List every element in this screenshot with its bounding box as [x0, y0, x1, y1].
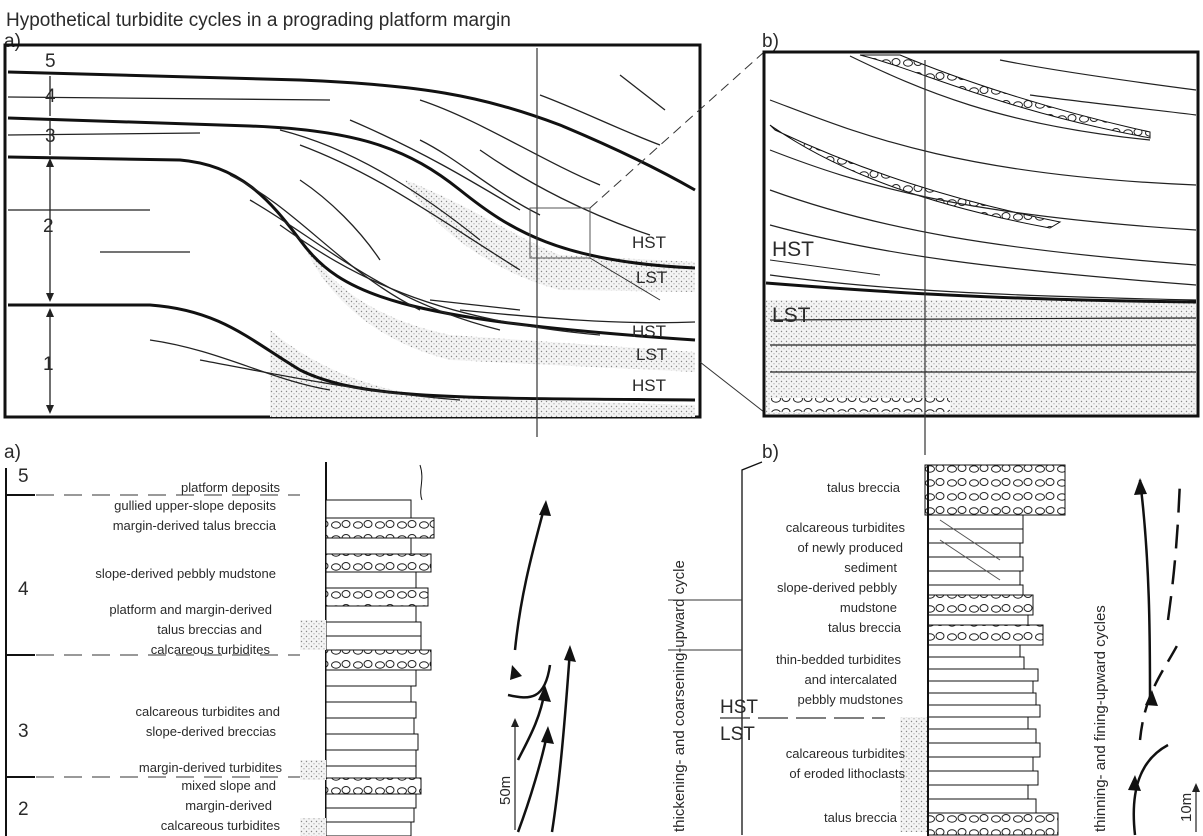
log-description: talus breccia	[824, 810, 898, 825]
log-description: platform and margin-derived	[109, 602, 272, 617]
log-description: talus breccia	[828, 620, 902, 635]
panel-label-bottom-b: b)	[762, 442, 779, 463]
log-description: of eroded lithoclasts	[789, 766, 905, 781]
log-description: mixed slope and	[181, 778, 276, 793]
arrow-heads-b	[1128, 478, 1158, 791]
systems-tract-label: HST	[632, 376, 666, 395]
stratigraphic-column-b	[900, 464, 1066, 836]
breccia-lens-mid	[769, 124, 1062, 229]
cycle-number-2: 2	[43, 216, 54, 237]
log-description: margin-derived turbidites	[139, 760, 283, 775]
scale-label-b: 10m	[1178, 793, 1195, 822]
lst-wedge-upper	[405, 180, 695, 292]
systems-tract-label: HST	[772, 238, 814, 261]
panel-label-top-a: a)	[4, 31, 21, 52]
cycle-number-5: 5	[45, 51, 56, 72]
cycle-number-2: 2	[18, 799, 29, 820]
cycle-number-3: 3	[45, 126, 56, 147]
upward-cycle-arrows-b	[1132, 479, 1182, 836]
cycle-number-3: 3	[18, 721, 29, 742]
inclined-bed-lines	[769, 55, 1197, 373]
cycle-number-4: 4	[18, 579, 29, 600]
log-description: pebbly mudstones	[797, 692, 903, 707]
breccia-lens-top	[859, 54, 1151, 139]
zoom-box	[529, 207, 591, 259]
figure-title: Hypothetical turbidite cycles in a progr…	[6, 10, 511, 31]
arrow-heads-a	[510, 500, 576, 744]
sequence-boundary-2	[8, 303, 696, 402]
log-description: calcareous turbidites	[786, 520, 906, 535]
log-description: calcareous turbidites	[161, 818, 281, 833]
stratigraphic-column-a	[300, 462, 435, 836]
breccia-bed-base	[770, 398, 950, 412]
log-description: slope-derived pebbly mudstone	[95, 566, 276, 581]
sequence-boundary-3	[7, 155, 696, 342]
lst-stippled-interval	[766, 300, 1196, 392]
panel-label-top-b: b)	[762, 31, 779, 52]
log-description: slope-derived pebbly	[777, 580, 897, 595]
systems-tract-label: HST	[632, 233, 666, 252]
log-description: talus breccias and	[157, 622, 262, 637]
zoom-connectors	[589, 51, 765, 413]
log-b-descriptions: talus breccia calcareous turbidites of n…	[776, 480, 906, 825]
scale-label-a: 50m	[497, 776, 514, 805]
sequence-boundary-4	[7, 116, 696, 270]
log-b-hst-label: HST	[720, 697, 758, 718]
sequence-boundary-5	[7, 70, 696, 192]
log-description: of newly produced	[797, 540, 903, 555]
log-description: sediment	[844, 560, 897, 575]
log-b-lst-label: LST	[720, 724, 755, 745]
log-description: margin-derived talus breccia	[113, 518, 277, 533]
cycle-trend-label-a: thickening- and coarsening-upward cycle	[671, 560, 688, 832]
cycle-thickness-arrows	[46, 76, 54, 414]
upward-cycle-arrows-a	[507, 504, 572, 833]
log-description: platform deposits	[181, 480, 280, 495]
systems-tract-label: LST	[636, 268, 667, 287]
log-a: 5 4 3 2	[5, 462, 688, 836]
systems-tract-label: HST	[632, 322, 666, 341]
log-description: margin-derived	[185, 798, 272, 813]
log-description: talus breccia	[827, 480, 901, 495]
sequence-boundary-b	[765, 281, 1197, 304]
cycle-number-4: 4	[45, 86, 56, 107]
panel-top-b-frame	[762, 50, 1200, 418]
log-description: calcareous turbidites	[151, 642, 271, 657]
lst-wedge-mid	[300, 235, 695, 372]
cycle-trend-label-b: thinning- and fining-upward cycles	[1092, 605, 1109, 832]
systems-tract-label: LST	[772, 304, 811, 327]
log-description: mudstone	[840, 600, 897, 615]
log-description: and intercalated	[804, 672, 897, 687]
log-description: thin-bedded turbidites	[776, 652, 902, 667]
log-description: calcareous turbidites	[786, 746, 906, 761]
log-description: gullied upper-slope deposits	[114, 498, 276, 513]
log-description: calcareous turbidites and	[135, 704, 280, 719]
lst-wedge-lower	[270, 330, 695, 417]
panel-top-a: 5 4 3 2 1 HST LST HST LST HST	[3, 43, 702, 437]
cycle-number-1: 1	[43, 354, 54, 375]
panel-top-b: HST LST	[762, 50, 1200, 455]
log-a-descriptions: platform deposits gullied upper-slope de…	[95, 480, 282, 833]
clinoform-lines	[7, 74, 696, 401]
panel-label-bottom-a: a)	[4, 442, 21, 463]
systems-tract-label: LST	[636, 345, 667, 364]
log-description: slope-derived breccias	[146, 724, 277, 739]
log-b: HST LST talus breccia calcareous turbidi…	[668, 461, 1200, 836]
cycle-number-5: 5	[18, 466, 29, 487]
